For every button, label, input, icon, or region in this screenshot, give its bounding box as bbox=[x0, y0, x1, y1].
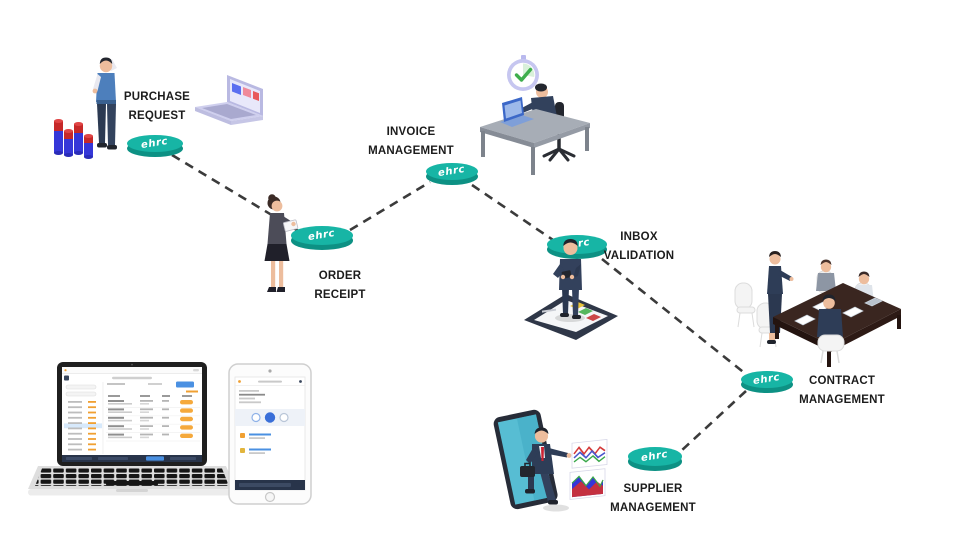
webcam-dot bbox=[131, 363, 133, 366]
connector-contract-to-supplier bbox=[680, 390, 747, 452]
line-chart bbox=[571, 439, 608, 469]
connector-invoice-to-inbox bbox=[471, 183, 557, 244]
dashboard-card-pink bbox=[243, 87, 251, 98]
cylinder-bar-chart bbox=[54, 119, 93, 159]
area-chart bbox=[569, 468, 606, 500]
node-label-contract-management: CONTRACT MANAGEMENT bbox=[799, 375, 885, 406]
node-label-invoice-management: INVOICE MANAGEMENT bbox=[368, 126, 454, 157]
connector-order-to-invoice bbox=[349, 180, 431, 232]
businessman-figure bbox=[520, 427, 572, 505]
primary-button bbox=[176, 381, 194, 388]
process-disc-order-receipt: ehrc bbox=[291, 226, 353, 250]
process-disc-contract-management: ehrc bbox=[741, 371, 793, 393]
briefcase-icon bbox=[520, 462, 535, 477]
seated-man-back bbox=[817, 294, 845, 364]
list-item bbox=[240, 433, 271, 439]
businessman-on-phone-illustration bbox=[54, 57, 117, 159]
team-meeting-illustration bbox=[734, 251, 901, 367]
businesswoman-with-tablet-illustration bbox=[264, 194, 299, 292]
process-disc-supplier-management: ehrc bbox=[628, 447, 682, 471]
detail-text-lines bbox=[239, 390, 265, 404]
blue-laptop bbox=[500, 97, 534, 127]
analytics-charts bbox=[569, 439, 608, 500]
businessman-stepping-out-of-tablet-illustration bbox=[493, 409, 608, 512]
disc-top: ehrc bbox=[426, 163, 478, 181]
node-label-purchase-request: PURCHASE REQUEST bbox=[123, 91, 191, 122]
node-label-order-receipt: ORDER RECEIPT bbox=[314, 270, 366, 301]
brand-logo: ehrc bbox=[307, 227, 337, 243]
laptop-screen bbox=[57, 362, 207, 466]
brand-logo: ehrc bbox=[140, 136, 170, 152]
red-tie bbox=[541, 447, 544, 461]
papers-on-table bbox=[794, 297, 883, 326]
laptop-keyboard bbox=[28, 466, 236, 496]
man-standing-on-smartphone-illustration bbox=[524, 239, 618, 340]
list-item bbox=[240, 448, 271, 454]
app-footer-bar bbox=[62, 455, 202, 462]
dashboard-card-red bbox=[253, 91, 259, 101]
dashboard-card-blue bbox=[232, 83, 241, 95]
home-button bbox=[264, 491, 276, 503]
tablet-app-mockup bbox=[228, 363, 312, 505]
laptop-app-mockup bbox=[28, 362, 236, 496]
standing-man bbox=[553, 239, 582, 319]
businessman-figure bbox=[92, 57, 117, 150]
laptop-dashboard-illustration bbox=[195, 75, 263, 125]
node-label-inbox-validation: INBOX VALIDATION bbox=[603, 231, 675, 262]
sidebar-list bbox=[64, 401, 102, 451]
desk bbox=[480, 109, 590, 175]
process-disc-purchase-request: ehrc bbox=[127, 135, 183, 157]
tablet-screen bbox=[234, 376, 306, 491]
records-table bbox=[105, 381, 201, 442]
tablet-camera-dot bbox=[268, 369, 272, 373]
man-working-at-desk-illustration bbox=[480, 55, 590, 175]
disc-top: ehrc bbox=[127, 135, 183, 153]
action-icons-row bbox=[251, 412, 289, 423]
brand-logo: ehrc bbox=[437, 164, 467, 180]
timer-check-icon bbox=[507, 55, 539, 91]
node-label-supplier-management: SUPPLIER MANAGEMENT bbox=[610, 483, 696, 514]
disc-top: ehrc bbox=[628, 447, 682, 466]
brand-logo: ehrc bbox=[640, 448, 670, 464]
disc-top: ehrc bbox=[741, 371, 793, 389]
process-disc-invoice-management: ehrc bbox=[426, 163, 478, 185]
disc-top: ehrc bbox=[291, 226, 353, 245]
